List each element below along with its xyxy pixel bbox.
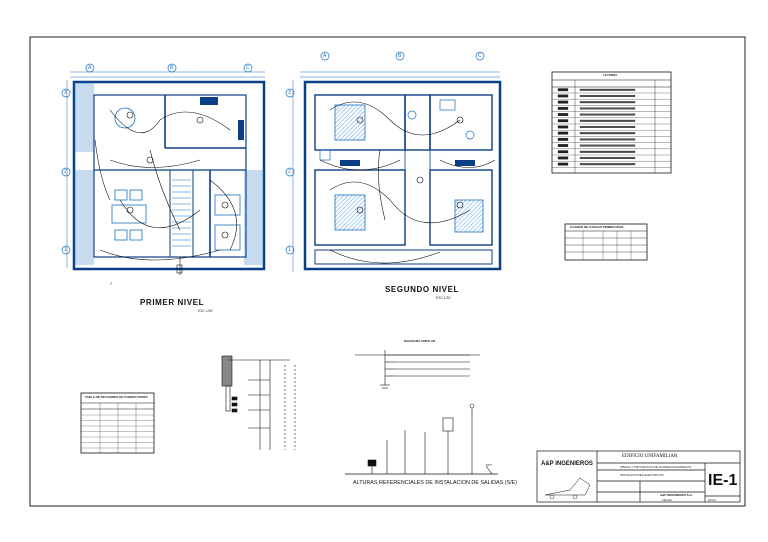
axis-label: A bbox=[88, 64, 92, 71]
date-label: FECHA bbox=[662, 498, 673, 502]
legend-text-line bbox=[579, 101, 636, 104]
axis-label: C bbox=[246, 64, 250, 71]
legend-text-line bbox=[579, 138, 636, 141]
npt-label: NPT bbox=[486, 463, 492, 467]
legend-text-line bbox=[579, 88, 636, 91]
legend-text-line bbox=[579, 113, 636, 116]
outlet-heights-detail bbox=[345, 403, 498, 475]
legend-text-line bbox=[579, 150, 636, 153]
single-line-title: DIAGRAMA UNIFILAR bbox=[404, 339, 436, 343]
legend-text-line bbox=[579, 157, 636, 159]
legend-symbol bbox=[557, 150, 569, 154]
axis-label: B bbox=[398, 52, 402, 59]
legend-table bbox=[551, 71, 672, 174]
legend-title: LEYENDA bbox=[603, 73, 618, 77]
axis-bubble bbox=[61, 167, 71, 177]
loads-table bbox=[564, 223, 648, 261]
project-name: EDIFICIO UNIFAMILIAR bbox=[622, 454, 678, 459]
legend-symbol bbox=[557, 113, 569, 116]
second-floor-scale: ESC 1/50 bbox=[436, 296, 451, 300]
sheet-label: HOJA bbox=[708, 498, 717, 502]
single-line-diagram bbox=[355, 350, 480, 389]
legend-text-line bbox=[579, 132, 636, 135]
axis-bubble bbox=[61, 88, 71, 98]
legend-text-line bbox=[579, 126, 636, 128]
legend-symbol bbox=[557, 94, 569, 98]
legend-symbol bbox=[557, 162, 569, 166]
axis-label: 1 bbox=[288, 246, 291, 253]
legend-symbol bbox=[557, 100, 569, 104]
legend-text-line bbox=[579, 119, 636, 122]
company-name-2: A&P INGENIEROS S.A. bbox=[660, 493, 693, 497]
legend-text-line bbox=[579, 95, 636, 97]
axis-label: A bbox=[323, 52, 327, 59]
legend-symbol bbox=[557, 119, 569, 123]
axis-bubble bbox=[285, 167, 295, 177]
sheet-code: IE-1 bbox=[708, 472, 738, 489]
axis-bubble bbox=[475, 51, 485, 61]
axis-bubble bbox=[285, 88, 295, 98]
company-name: A&P INGENIEROS bbox=[541, 461, 593, 467]
first-floor-scale: ESC 1/50 bbox=[198, 309, 213, 313]
title-block bbox=[536, 450, 741, 503]
project-subtitle: OBRAS Y PROYECTOS DE ACONDICIONAMIENTO bbox=[620, 465, 692, 469]
first-floor-title: PRIMER NIVEL bbox=[140, 298, 205, 307]
legend-text-line bbox=[579, 107, 636, 110]
axis-label: B bbox=[170, 64, 174, 71]
axis-bubble bbox=[285, 245, 295, 255]
legend-symbol bbox=[557, 125, 569, 129]
axis-label: 3 bbox=[64, 89, 67, 96]
legend-symbol bbox=[557, 156, 569, 160]
axis-bubble bbox=[395, 51, 405, 61]
axis-bubble bbox=[167, 63, 177, 73]
loads-table-title: CUADRO DE CARGAS PRIMER NIVEL bbox=[570, 225, 625, 229]
sheet-border bbox=[29, 36, 746, 507]
legend-symbol bbox=[557, 88, 569, 92]
axis-label: 1 bbox=[64, 246, 67, 253]
legend-symbol bbox=[557, 106, 569, 110]
legend-symbol bbox=[557, 131, 569, 135]
first-floor-plan bbox=[61, 63, 266, 286]
legend-text-line bbox=[579, 163, 636, 166]
axis-label: C bbox=[478, 52, 482, 59]
legend-symbol bbox=[557, 137, 569, 141]
axis-bubble bbox=[320, 51, 330, 61]
axis-bubble bbox=[243, 63, 253, 73]
axis-label: 2 bbox=[288, 168, 291, 175]
axis-label: 2 bbox=[64, 168, 67, 175]
project-line3: INSTALACIONES ELECTRICAS bbox=[620, 473, 664, 477]
axis-bubble bbox=[85, 63, 95, 73]
second-floor-title: SEGUNDO NIVEL bbox=[385, 285, 460, 294]
axis-label: 3 bbox=[288, 89, 291, 96]
conductor-table-title: TABLA DE SECCIONES DE CONDUCTORES bbox=[85, 395, 148, 399]
conductor-table bbox=[80, 392, 155, 454]
heights-title: ALTURAS REFERENCIALES DE INSTALACION DE … bbox=[353, 480, 517, 486]
legend-symbol bbox=[557, 144, 569, 147]
axis-bubble bbox=[61, 245, 71, 255]
riser-detail bbox=[221, 355, 296, 450]
legend-text-line bbox=[579, 144, 636, 147]
second-floor-plan bbox=[285, 51, 502, 272]
